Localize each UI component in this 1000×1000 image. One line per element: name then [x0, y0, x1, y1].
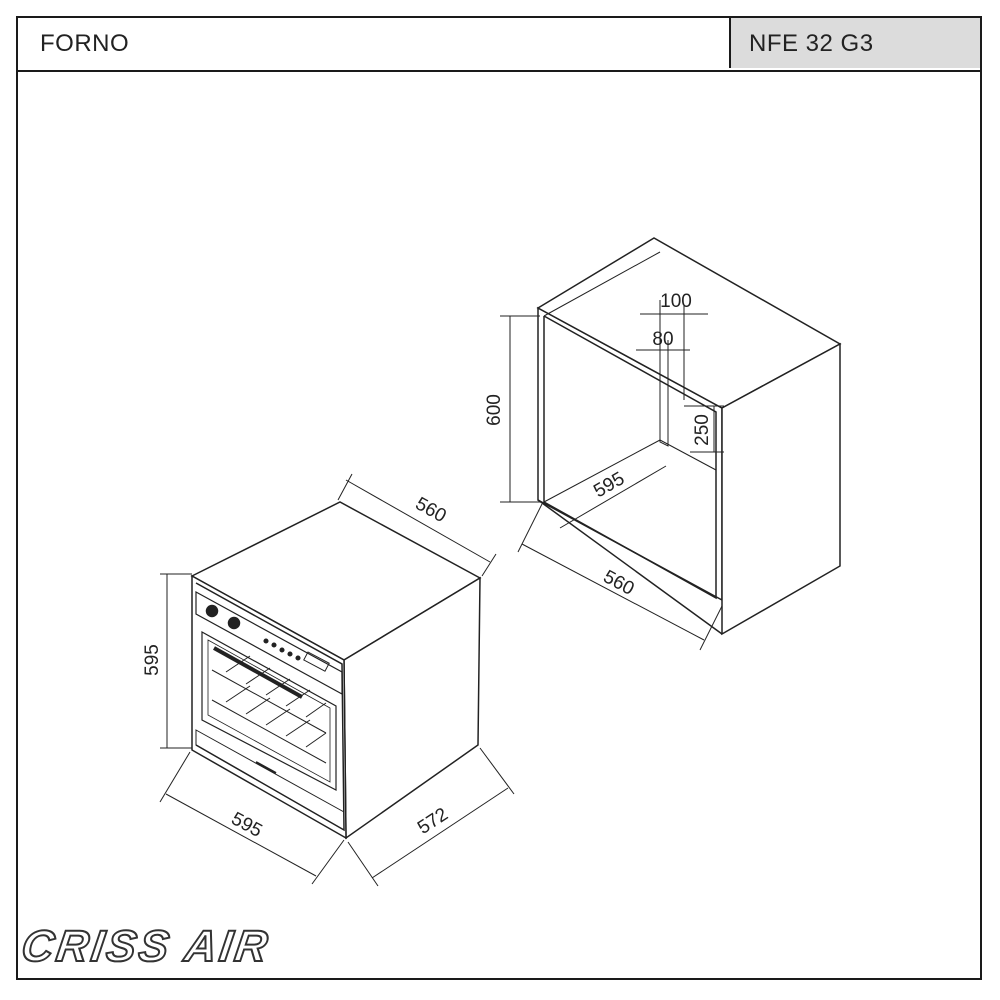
- oven-bottom-strip: [195, 729, 345, 831]
- cabinet-back-edge: [543, 251, 661, 317]
- oven-height-label: 595: [142, 644, 163, 676]
- oven-width-label: 595: [228, 808, 266, 841]
- product-category: FORNO: [40, 30, 130, 57]
- cabinet-floor-right: [659, 439, 717, 471]
- cabinet-base: [537, 499, 723, 635]
- cabinet-vent-100-label: 100: [660, 291, 692, 312]
- title-category-cell: FORNO: [18, 18, 731, 68]
- cabinet-floor-back: [543, 439, 661, 503]
- oven-depth-bottom-label: 572: [414, 804, 452, 839]
- oven-knob-left: [205, 604, 219, 618]
- oven-racks: [211, 655, 327, 764]
- title-model-cell: NFE 32 G3: [731, 18, 980, 68]
- oven-door-window: [201, 630, 337, 791]
- oven-door-glass: [207, 639, 331, 783]
- cabinet-vent-250-label: 250: [692, 414, 713, 446]
- oven-dimensions: [159, 473, 515, 887]
- oven-button: [279, 647, 285, 653]
- oven-control-panel: [195, 590, 343, 696]
- oven-button: [287, 651, 293, 657]
- cabinet-vent-slot: [659, 392, 669, 447]
- oven-door-handle: [213, 646, 303, 699]
- cabinet-illustration: [536, 237, 842, 636]
- cabinet-depth-label: 560: [600, 566, 638, 599]
- cabinet-opening: [543, 315, 717, 600]
- cabinet-dimensions: [500, 300, 724, 651]
- cabinet-vent-80-label: 80: [652, 329, 673, 350]
- brand-logo: CRISS AIR: [18, 921, 275, 972]
- title-block: FORNO NFE 32 G3: [18, 18, 980, 72]
- cabinet-height-label: 600: [484, 394, 505, 426]
- oven-depth-top-label: 560: [412, 493, 450, 527]
- oven-bottom-slot: [255, 761, 277, 774]
- product-model: NFE 32 G3: [749, 30, 874, 57]
- oven-display: [303, 651, 330, 672]
- oven-illustration: [190, 501, 482, 840]
- cabinet-side-face: [721, 342, 841, 636]
- oven-front-face: [191, 574, 347, 840]
- oven-button: [295, 655, 301, 661]
- oven-button: [271, 642, 277, 648]
- oven-knob-right: [227, 616, 241, 630]
- oven-button: [263, 638, 269, 644]
